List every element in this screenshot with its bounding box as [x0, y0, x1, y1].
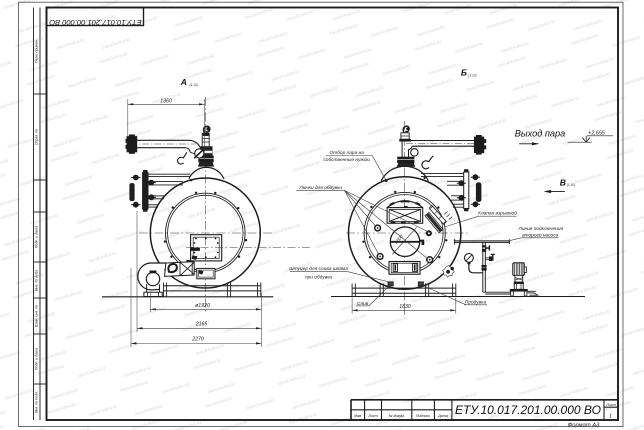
svg-text:2165: 2165 — [195, 322, 208, 328]
svg-text:Линия подключения: Линия подключения — [518, 226, 564, 232]
svg-text:ЕТУ.10.017.201.00.000 ВО: ЕТУ.10.017.201.00.000 ВО — [49, 18, 141, 27]
svg-text:Подп. и дата: Подп. и дата — [34, 226, 38, 249]
svg-text:ø1920: ø1920 — [195, 303, 210, 309]
svg-text:2270: 2270 — [191, 337, 204, 343]
svg-text:А: А — [180, 77, 187, 87]
svg-text:Взам. инв. №: Взам. инв. № — [34, 305, 38, 327]
svg-text:Инв. № подл.: Инв. № подл. — [34, 391, 38, 413]
svg-text:(1:10): (1:10) — [567, 183, 575, 187]
svg-text:(1:10): (1:10) — [468, 73, 476, 77]
svg-text:(1:10): (1:10) — [190, 83, 198, 87]
svg-text:Выход пара: Выход пара — [515, 129, 566, 139]
svg-text:Подпись: Подпись — [416, 414, 431, 418]
svg-text:Инв. № дубл.: Инв. № дубл. — [34, 269, 38, 291]
svg-text:ЕТУ.10.017.201.00.000 ВО: ЕТУ.10.017.201.00.000 ВО — [455, 403, 601, 417]
svg-text:Б: Б — [461, 68, 467, 78]
svg-text:1360: 1360 — [160, 98, 172, 104]
svg-text:Отбор пара на: Отбор пара на — [330, 150, 365, 156]
svg-text:В: В — [560, 177, 566, 187]
svg-text:Дата: Дата — [437, 414, 448, 418]
svg-text:второго насоса: второго насоса — [522, 234, 558, 239]
svg-text:Штуцер для слива шлама: Штуцер для слива шлама — [289, 266, 348, 272]
svg-text:1: 1 — [609, 414, 612, 420]
svg-text:ø500: ø500 — [393, 233, 404, 244]
svg-text:Подп. и дата: Подп. и дата — [34, 348, 38, 371]
svg-text:Справ. №: Справ. № — [34, 129, 38, 145]
svg-text:Лист: Лист — [605, 403, 616, 407]
svg-text:№ докум.: № докум. — [388, 414, 404, 418]
svg-text:Лючки для обдувки: Лючки для обдувки — [299, 185, 343, 191]
svg-text:Формат А3: Формат А3 — [568, 423, 600, 429]
svg-text:при обдувки: при обдувки — [305, 274, 332, 280]
svg-text:Изм: Изм — [354, 414, 361, 418]
svg-text:Лист: Лист — [367, 414, 378, 418]
svg-text:+2,655: +2,655 — [588, 131, 606, 137]
svg-text:Слив: Слив — [357, 301, 369, 307]
svg-text:1830: 1830 — [399, 304, 411, 310]
svg-text:Продувка: Продувка — [465, 300, 487, 306]
svg-text:Перв. примен.: Перв. примен. — [34, 39, 38, 63]
svg-text:Клапан взрывной: Клапан взрывной — [478, 210, 517, 217]
svg-text:собственные нужды: собственные нужды — [323, 157, 370, 163]
